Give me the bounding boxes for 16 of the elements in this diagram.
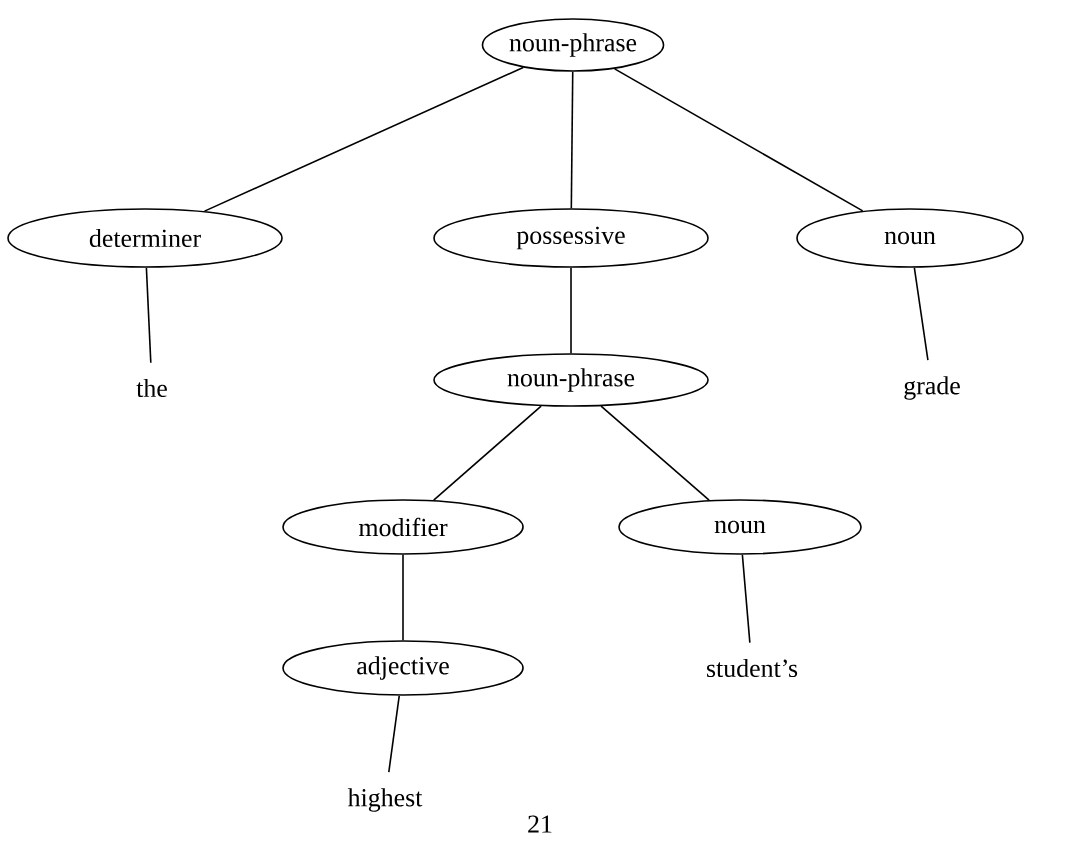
word-text: grade bbox=[904, 376, 960, 400]
tree-line bbox=[613, 68, 864, 212]
tree-line bbox=[203, 66, 524, 212]
word-text: the bbox=[136, 378, 167, 398]
page-number: 21 bbox=[528, 815, 552, 833]
tree-line bbox=[432, 405, 542, 501]
tree-line bbox=[913, 266, 929, 361]
tree-line bbox=[388, 695, 401, 773]
tree-line bbox=[402, 554, 404, 641]
tree-line bbox=[570, 267, 572, 354]
tree-line bbox=[145, 267, 152, 364]
tree-line bbox=[600, 405, 710, 501]
tree-line bbox=[741, 554, 751, 644]
word-text: highest bbox=[347, 788, 423, 812]
tree-line bbox=[570, 71, 574, 209]
word-text: student’s bbox=[707, 658, 798, 678]
